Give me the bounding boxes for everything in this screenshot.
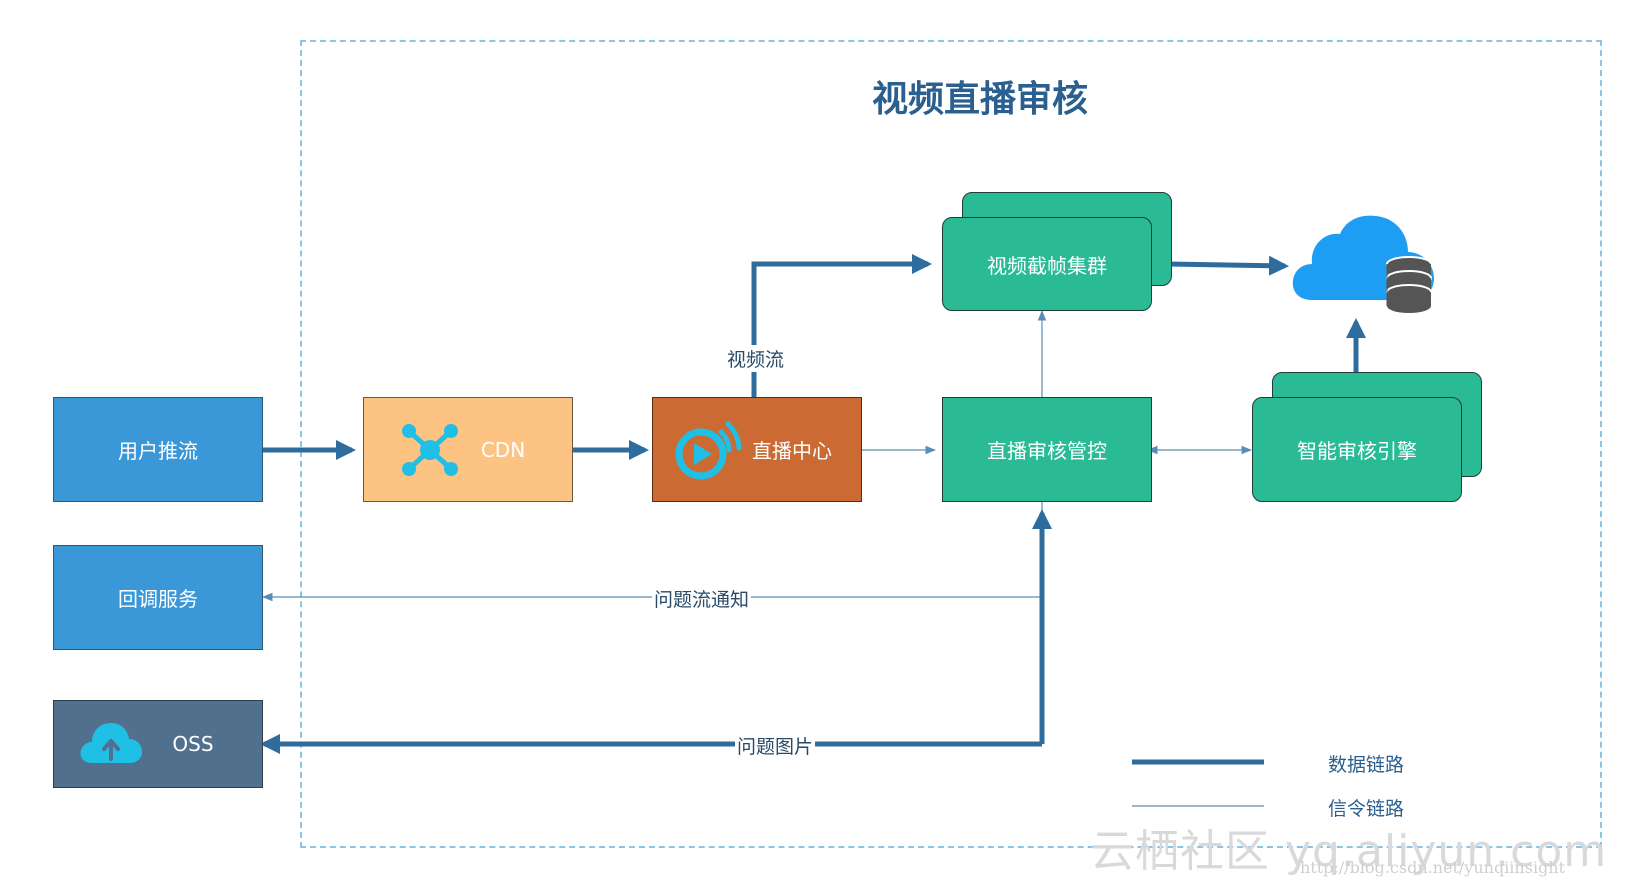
node-audit-control-label: 直播审核管控	[987, 439, 1107, 463]
cloud-database-icon	[1288, 212, 1448, 324]
label-problem-image: 问题图片	[735, 732, 816, 759]
watermark-url: http://blog.csdn.net/yunqiinsight	[1300, 858, 1566, 877]
label-video-stream: 视频流	[725, 345, 787, 372]
node-cdn-label: CDN	[480, 437, 526, 462]
watermark: 云栖社区 yq.aliyun.com	[1090, 826, 1608, 877]
legend-signal-link: 信令链路	[1328, 798, 1405, 820]
legend-data-link: 数据链路	[1328, 754, 1405, 776]
diagram-title: 视频直播审核	[871, 79, 1088, 120]
node-live-center-label: 直播中心	[752, 439, 832, 463]
node-ai-engine-label: 智能审核引擎	[1297, 439, 1417, 463]
edge-live-to-frame	[751, 254, 932, 397]
review-system-boundary	[300, 40, 1602, 848]
live-broadcast-icon	[671, 420, 743, 489]
node-frame-cluster: 视频截帧集群	[942, 217, 1152, 311]
node-live-center: 直播中心	[652, 397, 862, 502]
node-frame-cluster-label: 视频截帧集群	[987, 253, 1107, 278]
node-user-push-label: 用户推流	[118, 439, 198, 463]
label-problem-notify: 问题流通知	[652, 585, 752, 612]
node-ai-engine: 智能审核引擎	[1252, 397, 1462, 502]
node-audit-control: 直播审核管控	[942, 397, 1152, 502]
node-oss: OSS	[53, 700, 263, 788]
node-callback-label: 回调服务	[118, 587, 198, 611]
edge-frame-to-cloud	[1167, 255, 1289, 276]
node-user-push: 用户推流	[53, 397, 263, 502]
cloud-upload-icon	[78, 719, 144, 772]
node-oss-label: OSS	[172, 732, 214, 756]
node-callback-service: 回调服务	[53, 545, 263, 650]
network-hub-icon	[400, 422, 460, 483]
node-cdn: CDN	[363, 397, 573, 502]
edge-notify-callback	[261, 502, 1043, 602]
